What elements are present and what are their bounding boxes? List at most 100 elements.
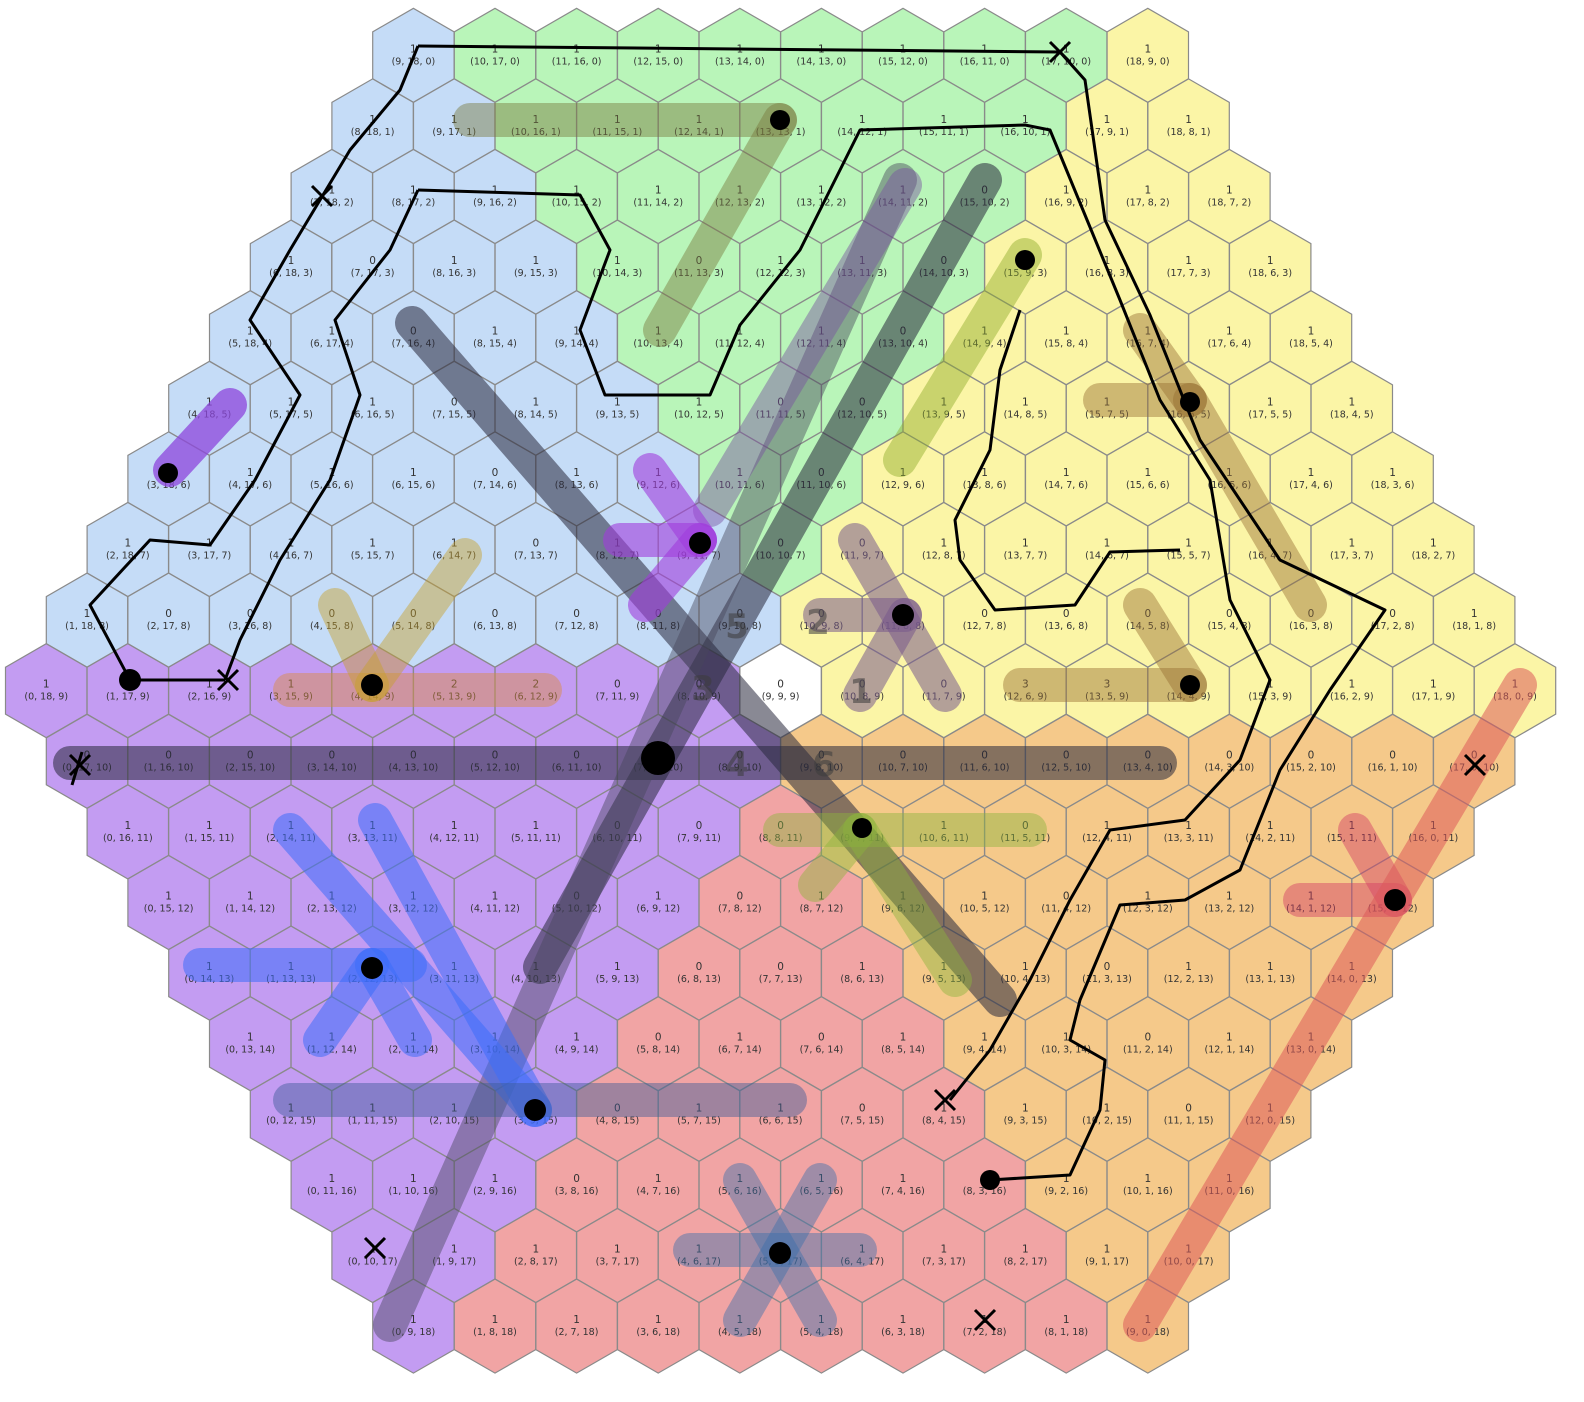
game-piece[interactable]: [361, 674, 383, 696]
hex-value: 1: [288, 1102, 295, 1114]
hex-value: 0: [696, 961, 703, 973]
hex-value: 1: [124, 820, 131, 832]
hex-value: 1: [981, 891, 988, 903]
hex-coordinate: (8, 7, 12): [800, 904, 844, 915]
hex-coordinate: (0, 10, 17): [348, 1257, 398, 1268]
hex-value: 0: [736, 891, 743, 903]
hex-coordinate: (14, 2, 11): [1245, 833, 1295, 844]
hex-coordinate: (7, 15, 5): [432, 409, 476, 420]
hex-coordinate: (14, 7, 6): [1044, 480, 1088, 491]
hex-coordinate: (16, 3, 8): [1289, 621, 1333, 632]
game-piece[interactable]: [770, 110, 790, 130]
hex-coordinate: (2, 18, 7): [106, 551, 150, 562]
hex-value: 1: [655, 891, 662, 903]
hex-value: 1: [900, 1173, 907, 1185]
hex-value: 1: [1144, 185, 1151, 197]
hex-cell[interactable]: 1(1, 8, 18): [453, 1278, 537, 1374]
hex-value: 1: [900, 467, 907, 479]
hex-coordinate: (4, 16, 7): [269, 551, 313, 562]
hand-drawn-line: [223, 189, 420, 681]
hex-coordinate: (0, 11, 16): [307, 1186, 357, 1197]
game-piece[interactable]: [689, 532, 711, 554]
hex-value: 1: [451, 114, 458, 126]
game-piece[interactable]: [1180, 392, 1200, 412]
hex-coordinate: (13, 9, 5): [922, 409, 966, 420]
hex-cell[interactable]: 1(0, 15, 12): [127, 854, 210, 951]
hex-value: 1: [696, 396, 703, 408]
game-piece[interactable]: [769, 1242, 791, 1264]
hex-value: 1: [614, 114, 621, 126]
hex-value: 1: [1348, 396, 1355, 408]
hex-value: 3: [1022, 679, 1029, 691]
hex-value: 1: [818, 1173, 825, 1185]
hex-value: 1: [573, 326, 580, 338]
hex-coordinate: (14, 8, 5): [1004, 409, 1048, 420]
game-piece[interactable]: [641, 741, 675, 775]
hex-coordinate: (13, 6, 8): [1044, 621, 1088, 632]
hex-coordinate: (14, 3, 10): [1205, 762, 1255, 773]
hex-coordinate: (8, 6, 13): [840, 974, 884, 985]
hex-coordinate: (16, 9, 2): [1044, 198, 1088, 209]
hand-number-5: 5: [725, 607, 749, 647]
hex-value: 1: [655, 326, 662, 338]
game-piece[interactable]: [524, 1099, 546, 1121]
hex-value: 1: [1144, 467, 1151, 479]
game-piece[interactable]: [852, 818, 872, 838]
hex-coordinate: (11, 14, 2): [633, 198, 683, 209]
hex-value: 1: [532, 1244, 539, 1256]
hex-coordinate: (5, 16, 6): [310, 480, 354, 491]
game-piece[interactable]: [119, 669, 141, 691]
hex-coordinate: (12, 8, 7): [922, 551, 966, 562]
game-piece[interactable]: [1015, 250, 1035, 270]
hex-coordinate: (10, 13, 4): [633, 339, 683, 350]
hex-coordinate: (10, 15, 2): [552, 198, 602, 209]
hand-number-6: 6: [812, 745, 836, 785]
hex-value: 1: [818, 891, 825, 903]
hex-value: 1: [1104, 114, 1111, 126]
hex-value: 1: [696, 1244, 703, 1256]
hex-value: 1: [1267, 820, 1274, 832]
game-piece[interactable]: [980, 1170, 1000, 1190]
hex-value: 1: [1063, 326, 1070, 338]
hex-coordinate: (6, 12, 9): [514, 692, 558, 703]
hex-value: 1: [206, 820, 213, 832]
hex-coordinate: (5, 14, 8): [392, 621, 436, 632]
hex-value: 1: [1022, 538, 1029, 550]
hex-value: 1: [1185, 961, 1192, 973]
hex-cell[interactable]: 1(4, 5, 18): [698, 1278, 782, 1374]
x-mark: [363, 1236, 387, 1260]
hex-coordinate: (16, 8, 3): [1085, 268, 1129, 279]
hex-value: 0: [1104, 961, 1111, 973]
hex-value: 0: [1308, 608, 1315, 620]
hex-value: 0: [655, 1032, 662, 1044]
game-piece[interactable]: [361, 957, 383, 979]
hex-coordinate: (7, 6, 14): [800, 1045, 844, 1056]
hex-coordinate: (15, 3, 9): [1248, 692, 1292, 703]
hex-value: 1: [1063, 43, 1070, 55]
hex-coordinate: (5, 13, 9): [432, 692, 476, 703]
hex-coordinate: (9, 13, 5): [596, 409, 640, 420]
hex-value: 0: [777, 679, 784, 691]
game-piece[interactable]: [1180, 675, 1200, 695]
hex-coordinate: (16, 7, 4): [1126, 339, 1170, 350]
hex-value: 1: [492, 185, 499, 197]
hex-coordinate: (1, 18, 8): [65, 621, 109, 632]
hex-coordinate: (6, 18, 3): [269, 268, 313, 279]
hex-coordinate: (12, 1, 14): [1205, 1045, 1255, 1056]
hex-coordinate: (10, 14, 3): [593, 268, 643, 279]
hex-value: 0: [1063, 891, 1070, 903]
x-mark: [1048, 40, 1072, 64]
game-piece[interactable]: [158, 463, 178, 483]
hex-value: 0: [859, 1102, 866, 1114]
hex-coordinate: (10, 6, 11): [919, 833, 969, 844]
hex-value: 0: [777, 820, 784, 832]
hex-coordinate: (2, 8, 17): [514, 1257, 558, 1268]
hex-coordinate: (10, 12, 5): [674, 409, 724, 420]
hex-value: 0: [777, 961, 784, 973]
game-piece[interactable]: [892, 604, 914, 626]
hex-coordinate: (6, 7, 14): [718, 1045, 762, 1056]
hex-value: 0: [1022, 820, 1029, 832]
game-piece[interactable]: [1384, 889, 1406, 911]
hex-value: 0: [1226, 749, 1233, 761]
highlight-bar: [693, 168, 922, 527]
